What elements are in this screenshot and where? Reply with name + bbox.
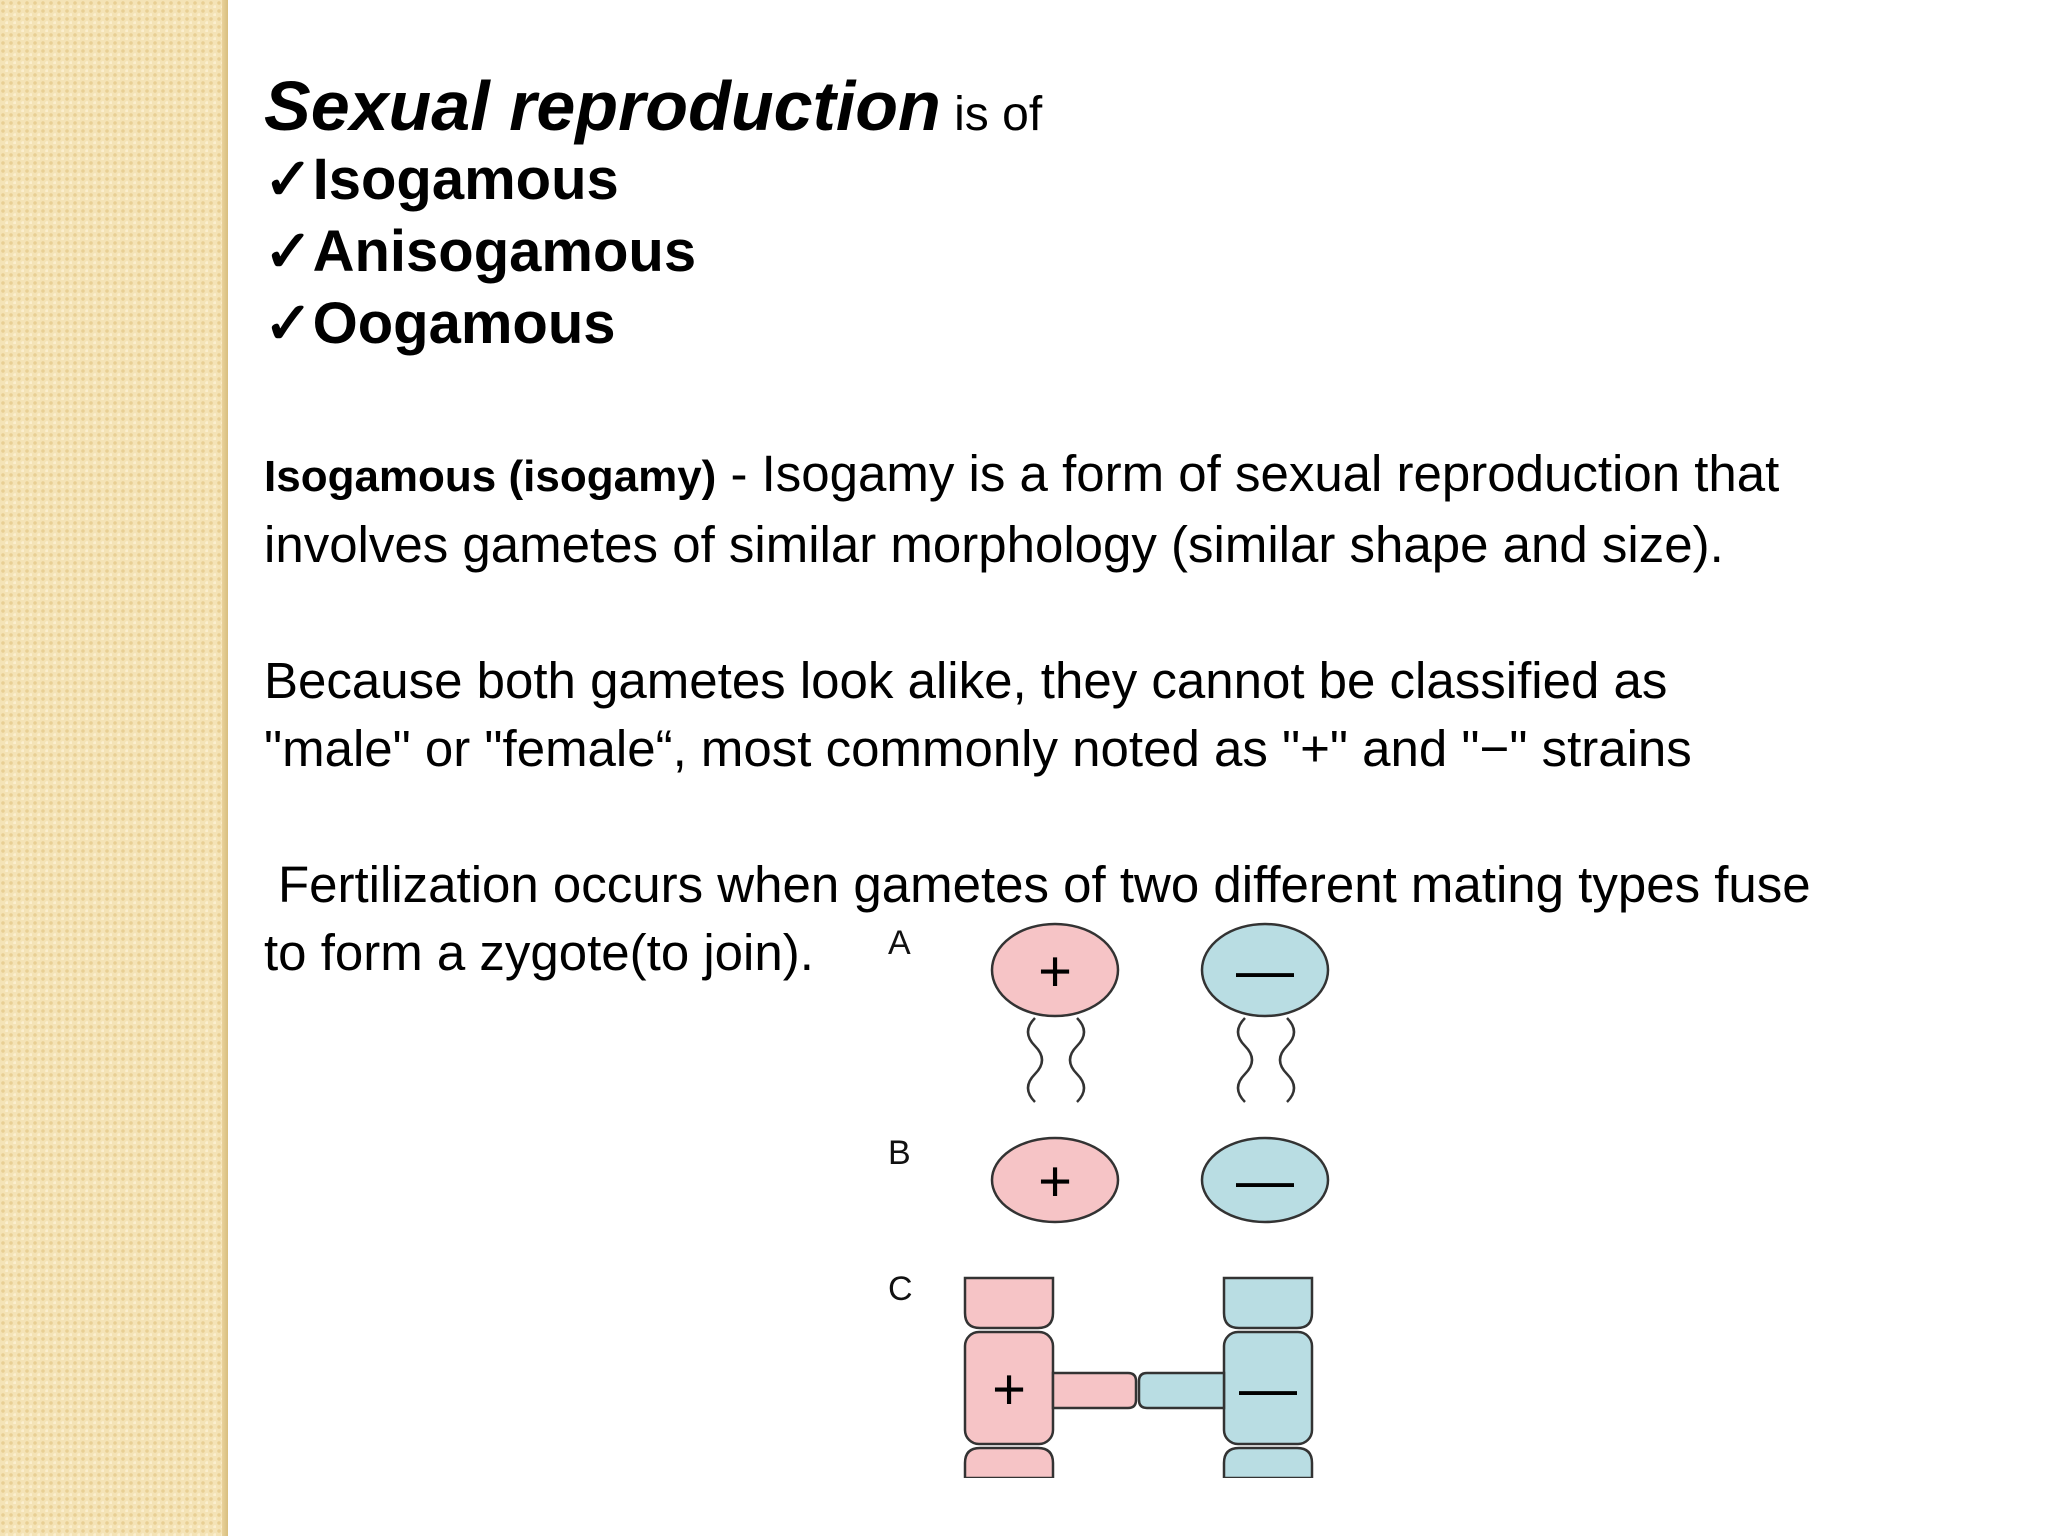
definition-line-2: involves gametes of similar morphology (… (264, 516, 1724, 573)
flagellum-icon (1026, 1017, 1044, 1103)
panel-label-c: C (888, 1270, 913, 1308)
flagellum-icon (1236, 1017, 1254, 1103)
classification-paragraph: Because both gametes look alike, they ca… (264, 647, 2024, 783)
panel-c-plus-filament: + (963, 1276, 1055, 1478)
plus-conjugation-tube (1051, 1371, 1138, 1410)
minus-gamete-body (1200, 1136, 1330, 1224)
panel-c-minus-filament: — (1222, 1276, 1314, 1478)
minus-gamete-body (1200, 922, 1330, 1018)
check-icon: ✓ (264, 219, 313, 284)
check-icon: ✓ (264, 147, 313, 212)
check-icon: ✓ (264, 291, 313, 356)
fertilization-line-2: to form a zygote(to join). (264, 924, 814, 981)
minus-sign-icon: — (1236, 1148, 1294, 1213)
minus-cell-bottom (1222, 1446, 1314, 1478)
definition-paragraph: Isogamous (isogamy) - Isogamy is a form … (264, 440, 2024, 579)
plus-sign-icon: + (1038, 1149, 1072, 1214)
type-label: Isogamous (312, 147, 619, 212)
classification-line-1: Because both gametes look alike, they ca… (264, 652, 1668, 709)
plus-gamete-body (990, 922, 1120, 1018)
panel-b-plus-gamete: + (990, 1136, 1120, 1224)
type-label: Oogamous (312, 291, 616, 356)
type-item-isogamous: ✓Isogamous (264, 144, 2024, 216)
flagellum-icon (1068, 1017, 1086, 1103)
conjugation-tube (1051, 1371, 1226, 1410)
definition-line-1: Isogamous (isogamy) - Isogamy is a form … (264, 440, 2024, 511)
slide-content: Sexual reproduction is of ✓Isogamous ✓An… (264, 68, 2024, 987)
type-item-anisogamous: ✓Anisogamous (264, 216, 2024, 288)
flagellum-icon (1278, 1017, 1296, 1103)
slide-title: Sexual reproduction is of (264, 68, 2024, 144)
plus-cell-top (963, 1276, 1055, 1330)
plus-sign-icon: + (992, 1357, 1026, 1422)
fertilization-line-1: Fertilization occurs when gametes of two… (278, 856, 1811, 913)
panel-a-plus-gamete: + (990, 922, 1120, 1103)
definition-text: - Isogamy is a form of sexual reproducti… (716, 445, 1780, 502)
title-strong: Sexual reproduction (264, 67, 941, 145)
classification-line-2: "male" or "female“, most commonly noted … (264, 720, 1692, 777)
plus-cell-bottom (963, 1446, 1055, 1478)
panel-label-a: A (888, 924, 911, 962)
minus-sign-icon: — (1239, 1356, 1297, 1421)
minus-cell-top (1222, 1276, 1314, 1330)
fertilization-paragraph: Fertilization occurs when gametes of two… (264, 851, 2024, 987)
panel-label-b: B (888, 1134, 911, 1172)
panel-a-minus-gamete: — (1200, 922, 1330, 1103)
definition-term: Isogamous (isogamy) (264, 452, 717, 501)
plus-sign-icon: + (1038, 939, 1072, 1004)
plus-gamete-body (990, 1136, 1120, 1224)
minus-sign-icon: — (1236, 938, 1294, 1003)
minus-conjugation-tube (1137, 1371, 1226, 1410)
type-item-oogamous: ✓Oogamous (264, 288, 2024, 360)
panel-b-minus-gamete: — (1200, 1136, 1330, 1224)
decorative-side-strip (0, 0, 228, 1536)
isogamy-diagram-svg: A + — B + — (888, 922, 1330, 1478)
type-label: Anisogamous (312, 219, 697, 284)
title-rest: is of (940, 88, 1043, 141)
isogamy-diagram: A + — B + — (870, 918, 1360, 1478)
